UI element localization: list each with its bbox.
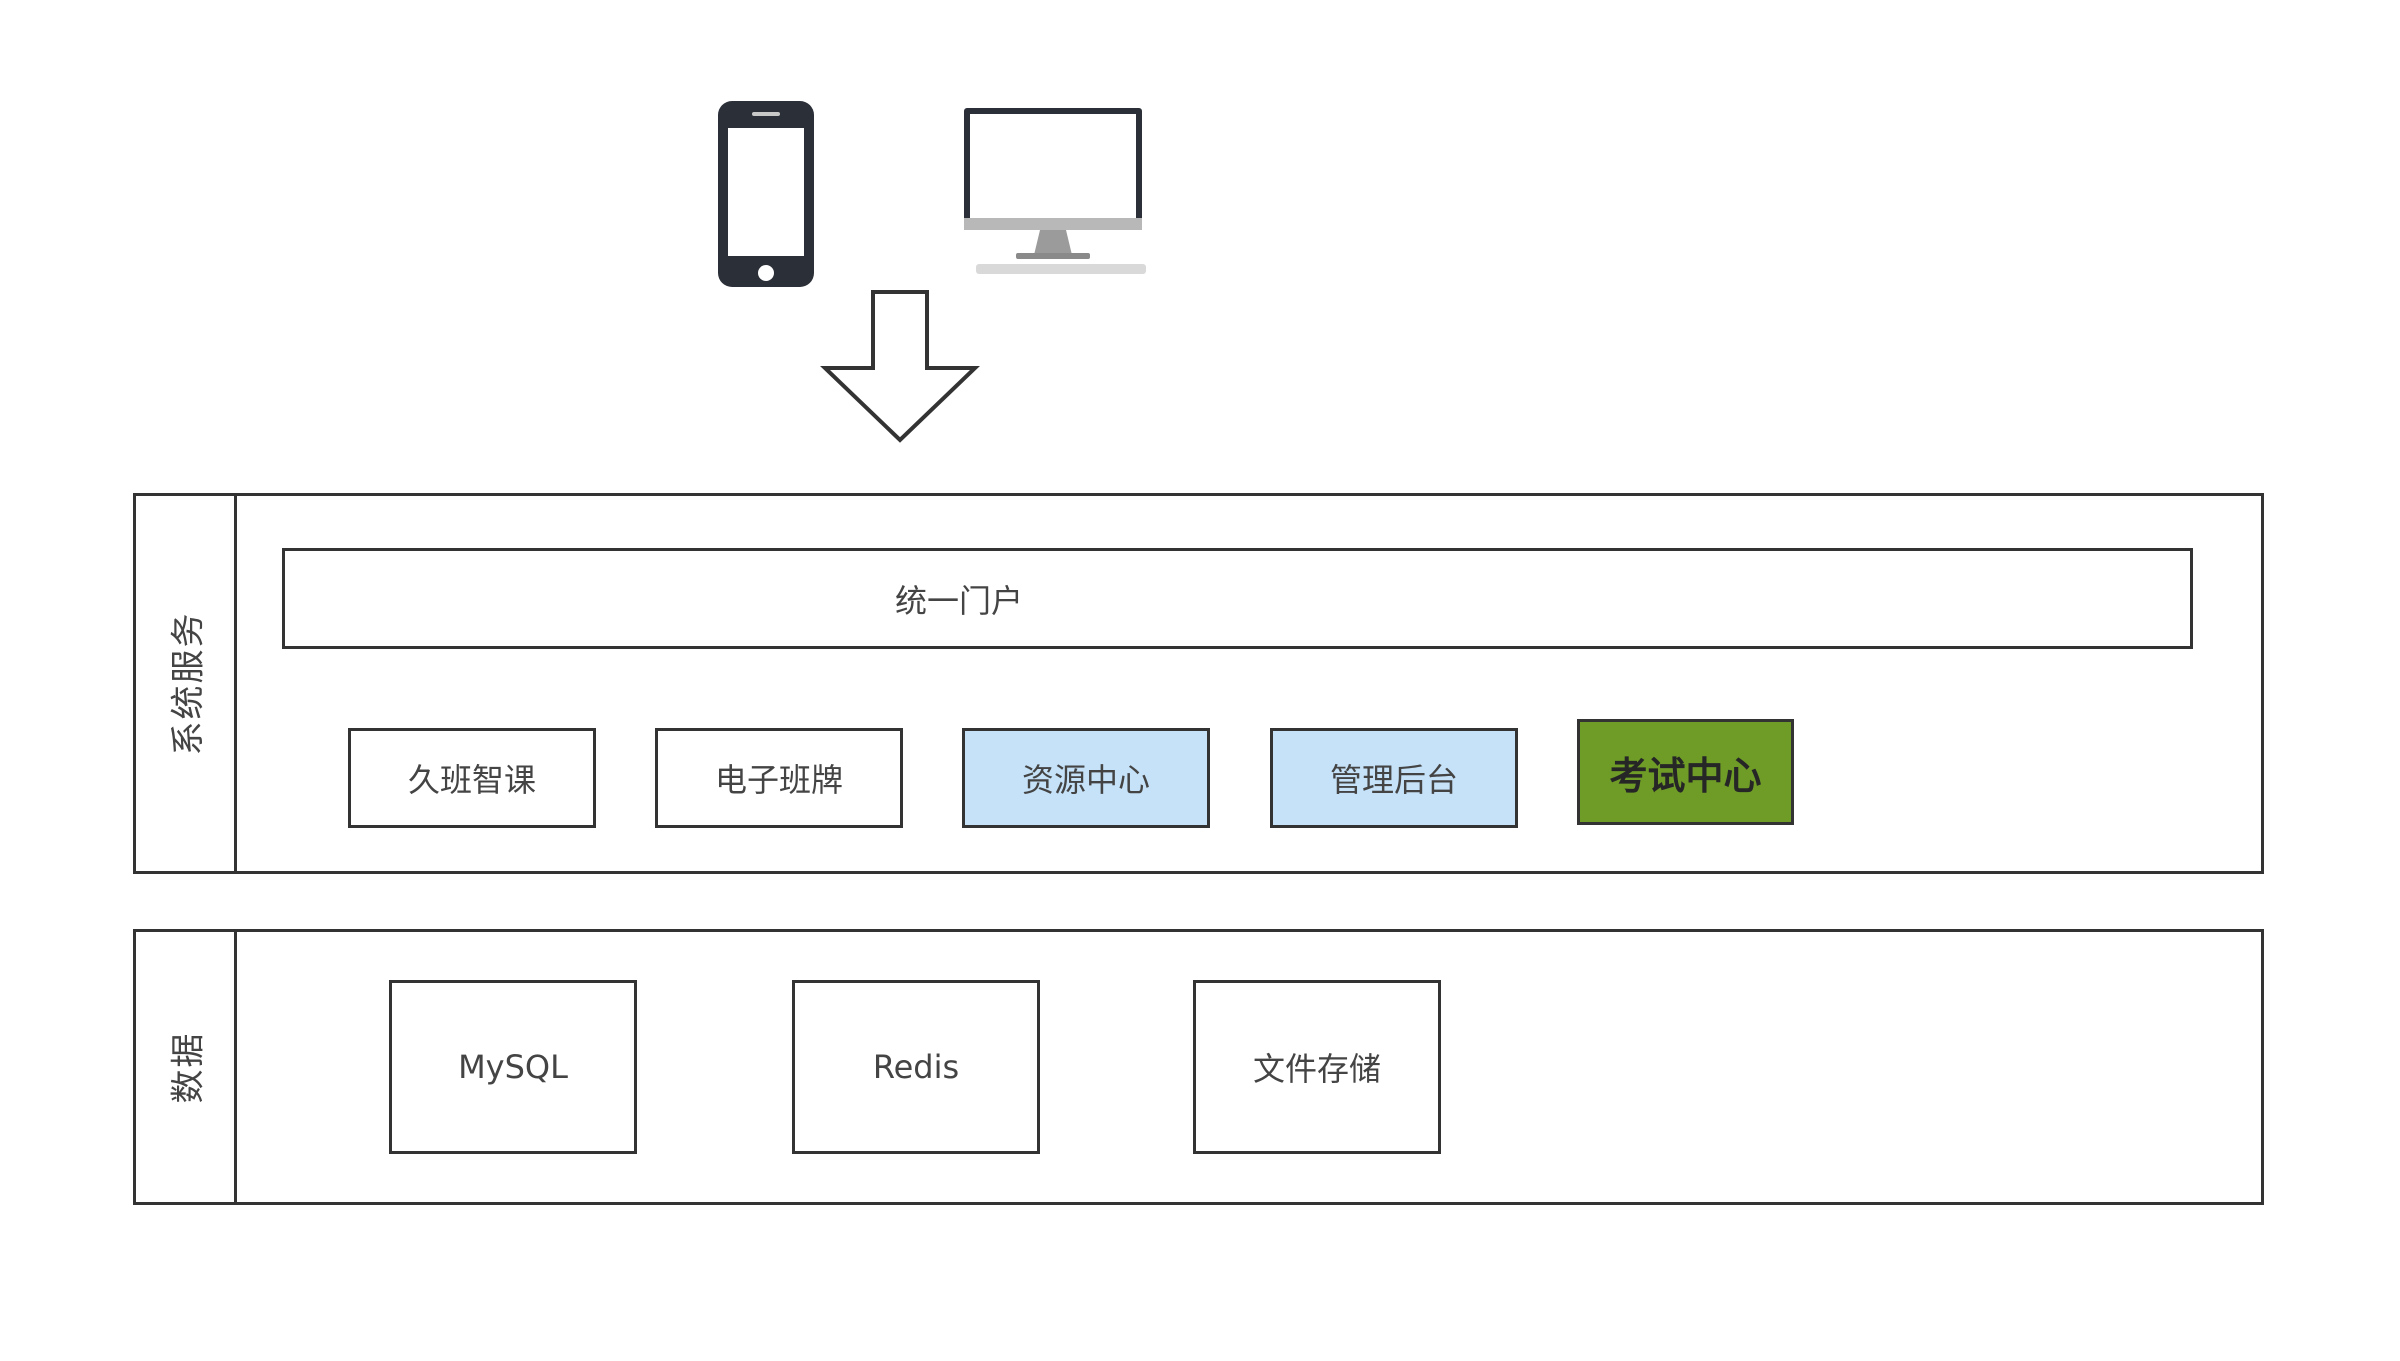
down-arrow-icon bbox=[820, 290, 980, 443]
data-store-label: 文件存储 bbox=[1252, 1050, 1381, 1088]
data-store-label: MySQL bbox=[458, 1048, 568, 1086]
mobile-phone-icon bbox=[718, 101, 814, 287]
unified-portal-label: 统一门户 bbox=[895, 581, 1024, 620]
unified-portal-box: 统一门户 bbox=[282, 548, 2193, 649]
data-label-column: 数据 bbox=[136, 932, 237, 1202]
module-label: 考试中心 bbox=[1609, 753, 1762, 798]
module-label: 管理后台 bbox=[1329, 761, 1458, 799]
data-store-box: 文件存储 bbox=[1193, 980, 1441, 1154]
exam-center-box: 考试中心 bbox=[1577, 719, 1794, 825]
desktop-monitor-icon bbox=[964, 108, 1146, 274]
module-label: 资源中心 bbox=[1021, 761, 1150, 799]
data-store-box: Redis bbox=[792, 980, 1040, 1154]
module-label: 电子班牌 bbox=[714, 761, 843, 799]
data-store-label: Redis bbox=[872, 1048, 960, 1086]
system-services-label: 系统服务 bbox=[168, 611, 209, 756]
module-box: 资源中心 bbox=[962, 728, 1210, 828]
system-services-label-column: 系统服务 bbox=[136, 496, 237, 871]
data-label: 数据 bbox=[168, 1031, 209, 1103]
module-box: 电子班牌 bbox=[655, 728, 903, 828]
module-box: 久班智课 bbox=[348, 728, 596, 828]
data-store-box: MySQL bbox=[389, 980, 637, 1154]
module-box: 管理后台 bbox=[1270, 728, 1518, 828]
module-label: 久班智课 bbox=[407, 761, 536, 799]
